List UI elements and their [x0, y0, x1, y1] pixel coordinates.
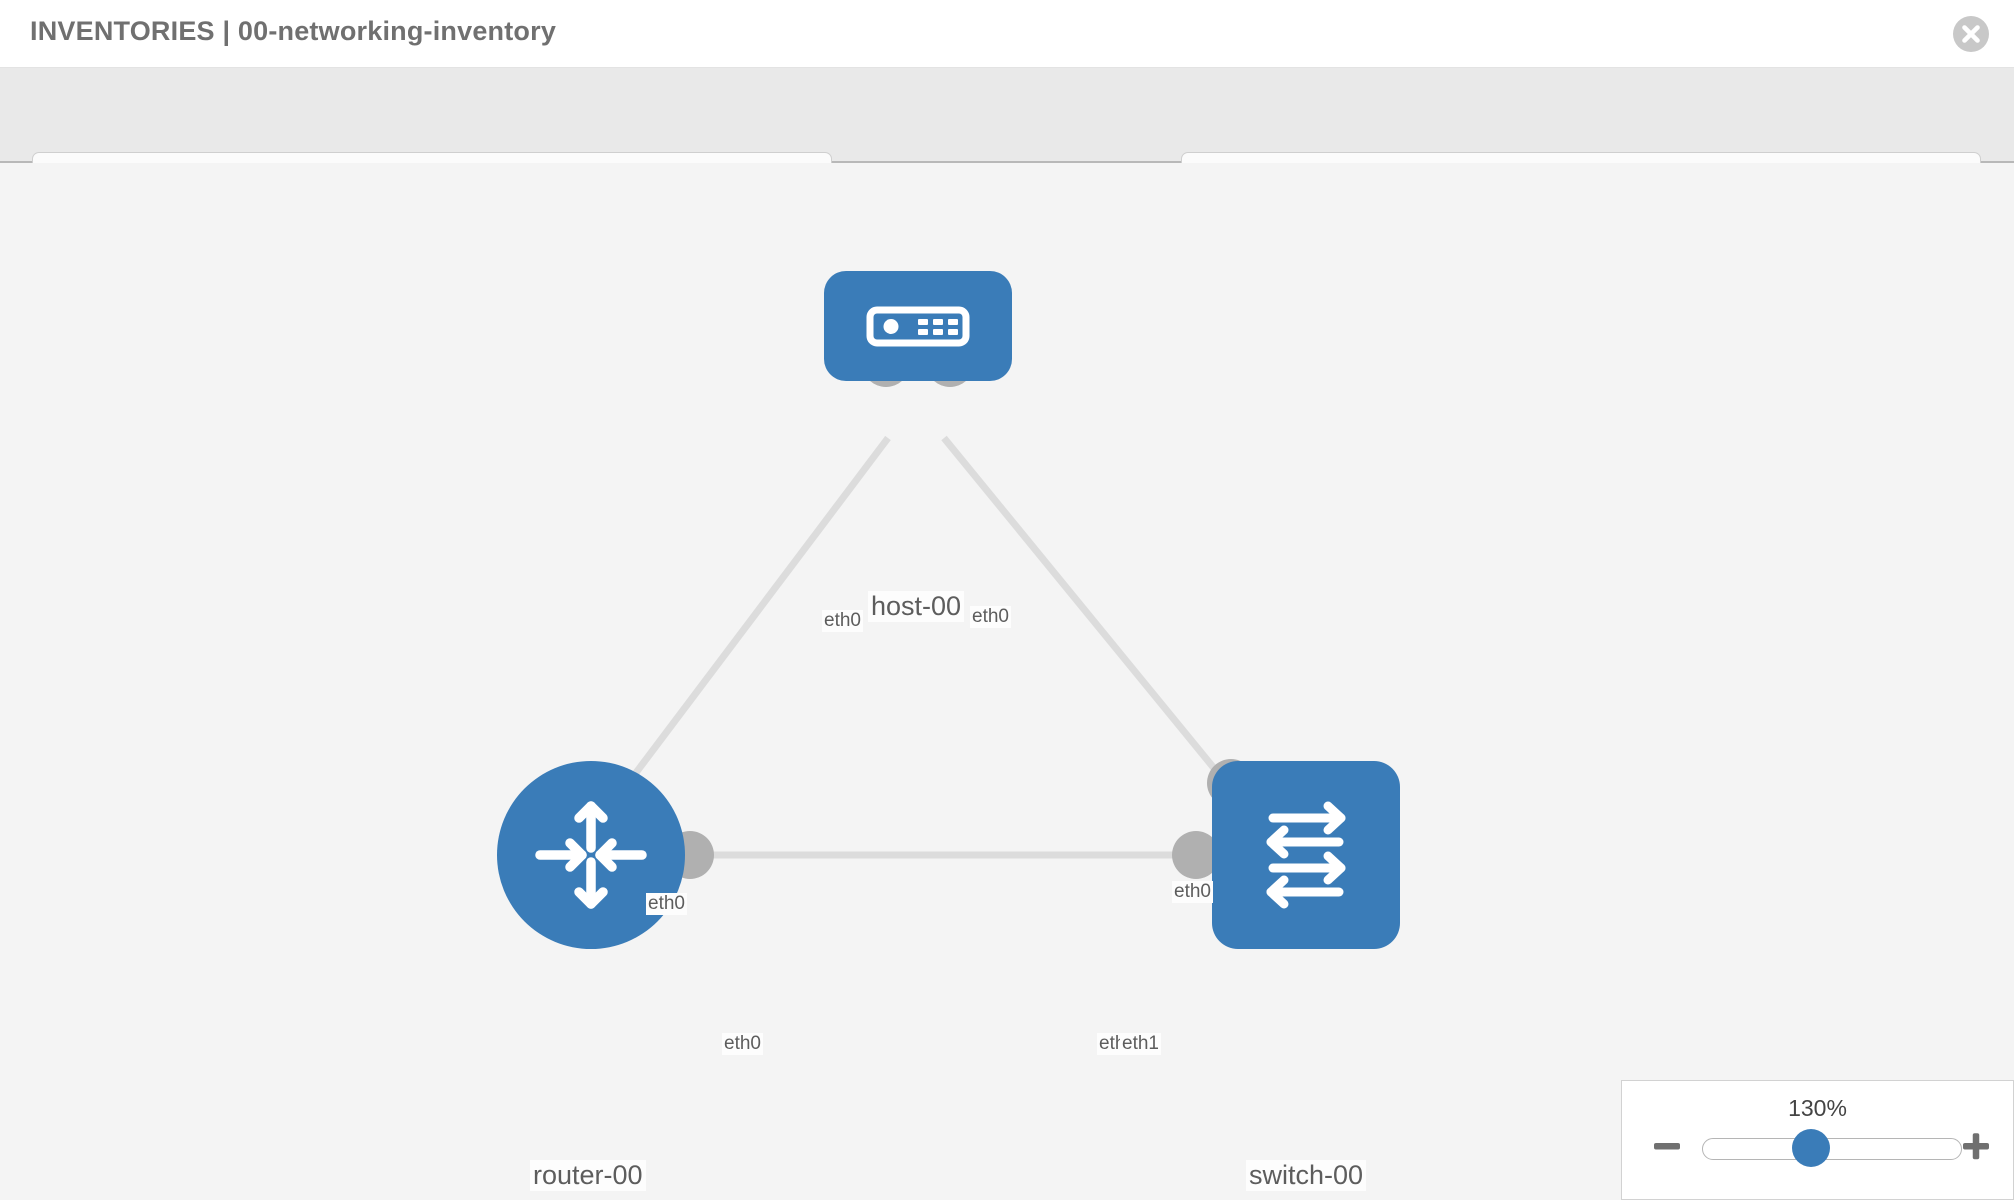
- switch-arrows-icon: [1266, 801, 1346, 909]
- iface-label-switch-up: eth0: [1172, 881, 1213, 903]
- iface-label-router-right: eth0: [722, 1033, 763, 1055]
- switch-node-shape[interactable]: [1212, 761, 1400, 949]
- router-node-shape[interactable]: [497, 761, 685, 949]
- host-node-shape[interactable]: [824, 271, 1012, 381]
- zoom-percent-label: 130%: [1788, 1095, 1847, 1121]
- zoom-slider-track[interactable]: [1702, 1138, 1962, 1160]
- minus-icon: [1654, 1143, 1680, 1150]
- topology-node-switch-00[interactable]: [1212, 761, 1400, 949]
- link-host-router[interactable]: [629, 435, 891, 781]
- node-label-host-00: host-00: [868, 591, 965, 623]
- zoom-slider-thumb[interactable]: [1792, 1129, 1830, 1167]
- link-lines: [629, 435, 1225, 859]
- iface-label-host-left: eth0: [822, 610, 863, 632]
- endpoint-switch-left[interactable]: [1172, 831, 1220, 879]
- node-label-router-00: router-00: [530, 1160, 646, 1192]
- close-icon[interactable]: [1953, 16, 1989, 52]
- iface-label-switch-left-eth1: eth1: [1120, 1033, 1161, 1055]
- toolbar: ACTIONS SEARC: [0, 68, 2014, 204]
- iface-label-host-right: eth0: [970, 606, 1011, 628]
- server-icon: [866, 306, 970, 347]
- zoom-control: 130%: [1621, 1080, 2014, 1200]
- iface-label-router-up: eth0: [646, 893, 687, 915]
- zoom-out-button[interactable]: [1650, 1129, 1684, 1163]
- page-title: INVENTORIES | 00-networking-inventory: [30, 16, 557, 46]
- topology-node-router-00[interactable]: [497, 761, 685, 949]
- plus-icon: [1963, 1133, 1989, 1160]
- node-label-switch-00: switch-00: [1246, 1160, 1367, 1192]
- page-header: INVENTORIES | 00-networking-inventory: [0, 0, 2014, 68]
- close-glyph: [1962, 25, 1980, 43]
- zoom-in-button[interactable]: [1959, 1129, 1993, 1163]
- topology-canvas[interactable]: eth0 eth0 eth0 eth0 eth0 eth0 eth1 host-…: [0, 163, 2014, 1200]
- router-arrows-icon: [535, 801, 647, 909]
- topology-node-host-00[interactable]: [824, 271, 1012, 381]
- link-host-switch[interactable]: [941, 435, 1225, 781]
